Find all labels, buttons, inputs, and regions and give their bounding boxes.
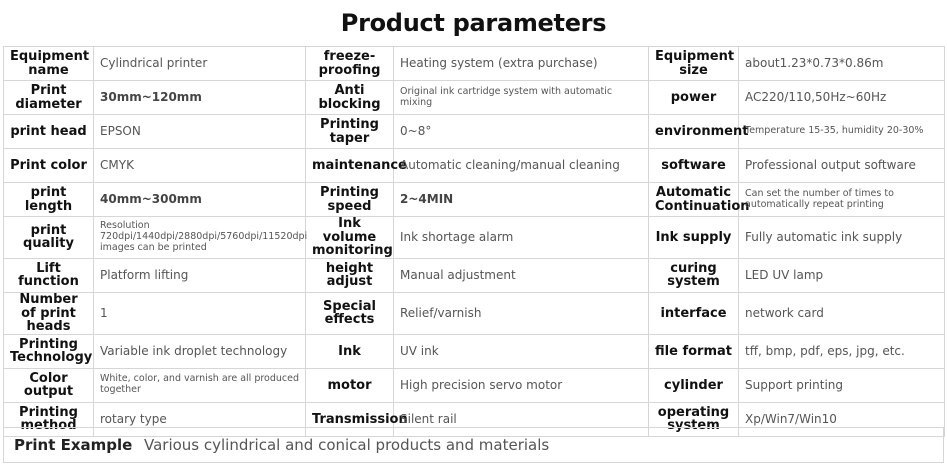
param-label: Color output	[3, 367, 94, 403]
param-label: Ink supply	[648, 216, 739, 259]
param-value: Cylindrical printer	[93, 46, 306, 81]
param-value: Temperature 15-35, humidity 20-30%	[738, 114, 945, 149]
page-title: Product parameters	[340, 9, 607, 37]
param-value: 2~4MIN	[393, 182, 649, 217]
param-label: print quality	[3, 216, 94, 259]
param-label: power	[648, 80, 739, 115]
param-label: cylinder	[648, 367, 739, 403]
table-row: print head EPSON Printing taper 0~8° env…	[3, 114, 945, 149]
param-label: Printing speed	[305, 182, 394, 217]
param-label: Special effects	[305, 291, 394, 335]
table-row: Printing Technology Variable ink droplet…	[3, 333, 945, 369]
param-value: Fully automatic ink supply	[738, 216, 945, 259]
param-label: file format	[648, 333, 739, 369]
param-label: interface	[648, 291, 739, 335]
param-value: Original ink cartridge system with autom…	[393, 80, 649, 115]
param-value: Manual adjustment	[393, 257, 649, 293]
param-value: 0~8°	[393, 114, 649, 149]
param-label: software	[648, 148, 739, 183]
param-value: 30mm~120mm	[93, 80, 306, 115]
param-value: EPSON	[93, 114, 306, 149]
table-row: Color output White, color, and varnish a…	[3, 367, 945, 403]
param-value: Professional output software	[738, 148, 945, 183]
param-value: Platform lifting	[93, 257, 306, 293]
param-value: CMYK	[93, 148, 306, 183]
param-value: Ink shortage alarm	[393, 216, 649, 259]
param-value: Heating system (extra purchase)	[393, 46, 649, 81]
param-label: Lift function	[3, 257, 94, 293]
param-value: Automatic cleaning/manual cleaning	[393, 148, 649, 183]
param-label: Printing Technology	[3, 333, 94, 369]
param-label: print length	[3, 182, 94, 217]
param-label: motor	[305, 367, 394, 403]
param-value: Support printing	[738, 367, 945, 403]
param-label: Number of print heads	[3, 291, 94, 335]
param-value: AC220/110,50Hz~60Hz	[738, 80, 945, 115]
param-value: 1	[93, 291, 306, 335]
param-label: Ink volume monitoring	[305, 216, 394, 259]
table-row: print quality Resolution 720dpi/1440dpi/…	[3, 216, 945, 259]
param-value: LED UV lamp	[738, 257, 945, 293]
param-label: curing system	[648, 257, 739, 293]
param-label: maintenance	[305, 148, 407, 183]
param-value: Xp/Win7/Win10	[738, 401, 945, 437]
param-label: Automatic Continuation	[648, 182, 750, 217]
param-value: White, color, and varnish are all produc…	[93, 367, 306, 403]
param-label: Equipment name	[3, 46, 94, 81]
param-value: Variable ink droplet technology	[93, 333, 306, 369]
param-value: Resolution 720dpi/1440dpi/2880dpi/5760dp…	[93, 216, 307, 259]
table-row: print length 40mm~300mm Printing speed 2…	[3, 182, 945, 217]
param-label: Print color	[3, 148, 94, 183]
param-label: height adjust	[305, 257, 394, 293]
param-value: Silent rail	[393, 401, 649, 437]
param-value: Relief/varnish	[393, 291, 649, 335]
param-value: UV ink	[393, 333, 649, 369]
table-row: Number of print heads 1 Special effects …	[3, 291, 945, 335]
param-value: High precision servo motor	[393, 367, 649, 403]
param-label: Anti blocking	[305, 80, 394, 115]
print-example-label: Print Example	[14, 436, 133, 454]
print-example-value: Various cylindrical and conical products…	[144, 436, 550, 454]
param-label: operating system	[648, 401, 739, 437]
param-label: environment	[648, 114, 748, 149]
param-value: network card	[738, 291, 945, 335]
param-value: about1.23*0.73*0.86m	[738, 46, 945, 81]
param-value: rotary type	[93, 401, 306, 437]
table-row: Equipment name Cylindrical printer freez…	[3, 46, 945, 81]
param-label: Printing method	[3, 401, 94, 437]
param-label: print head	[3, 114, 94, 149]
print-example-row: Print Example Various cylindrical and co…	[3, 427, 944, 463]
table-row: Printing method rotary type Transmission…	[3, 401, 945, 437]
param-label: Transmission	[305, 401, 408, 437]
parameters-table: Equipment name Cylindrical printer freez…	[3, 46, 945, 437]
param-value: tff, bmp, pdf, eps, jpg, etc.	[738, 333, 945, 369]
param-label: Print diameter	[3, 80, 94, 115]
table-row: Print diameter 30mm~120mm Anti blocking …	[3, 80, 945, 115]
param-value: 40mm~300mm	[93, 182, 306, 217]
param-value: Can set the number of times to automatic…	[738, 182, 945, 217]
param-label: freeze-proofing	[305, 46, 394, 81]
param-label: Printing taper	[305, 114, 394, 149]
param-label: Equipment size	[648, 46, 739, 81]
table-row: Print color CMYK maintenance Automatic c…	[3, 148, 945, 183]
param-label: Ink	[305, 333, 394, 369]
table-row: Lift function Platform lifting height ad…	[3, 257, 945, 293]
